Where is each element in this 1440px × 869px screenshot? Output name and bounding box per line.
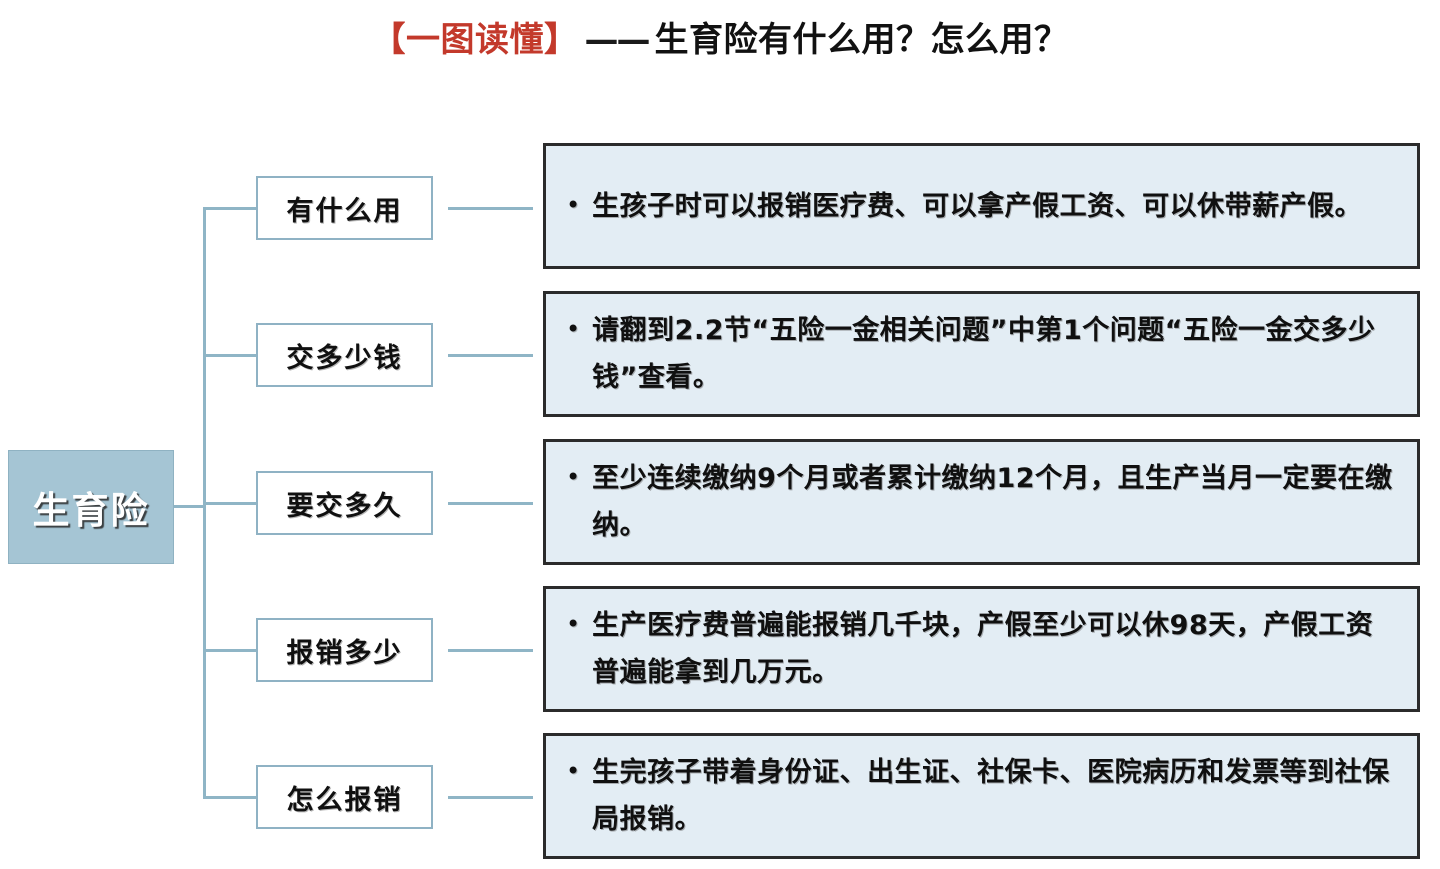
content-box-2[interactable]: • 请翻到2.2节“五险一金相关问题”中第1个问题“五险一金交多少钱”查看。 bbox=[543, 291, 1420, 417]
title-dash: —— bbox=[584, 20, 651, 60]
connector-root-stub bbox=[174, 505, 206, 508]
branch-box-2[interactable]: 交多少钱 bbox=[256, 323, 433, 387]
content-box-5[interactable]: • 生完孩子带着身份证、出生证、社保卡、医院病历和发票等到社保局报销。 bbox=[543, 733, 1420, 859]
bullet-icon-3: • bbox=[566, 463, 581, 491]
branch-label-4: 报销多少 bbox=[286, 637, 403, 669]
content-box-4[interactable]: • 生产医疗费普遍能报销几千块，产假至少可以休98天，产假工资普遍能拿到几万元。 bbox=[543, 586, 1420, 712]
content-text-5: 生完孩子带着身份证、出生证、社保卡、医院病历和发票等到社保局报销。 bbox=[592, 757, 1390, 835]
branch-label-5: 怎么报销 bbox=[286, 784, 403, 816]
content-text-4: 生产医疗费普遍能报销几千块，产假至少可以休98天，产假工资普遍能拿到几万元。 bbox=[592, 610, 1374, 688]
connector-spine-to-branch-5 bbox=[203, 796, 258, 799]
bullet-icon-5: • bbox=[566, 757, 581, 785]
root-node-生育险[interactable]: 生育险 bbox=[8, 450, 174, 564]
page-title: 【一图读懂】——生育险有什么用？怎么用？ bbox=[0, 12, 1440, 61]
content-text-2: 请翻到2.2节“五险一金相关问题”中第1个问题“五险一金交多少钱”查看。 bbox=[592, 315, 1376, 393]
branch-label-2: 交多少钱 bbox=[286, 342, 403, 374]
connector-branch-2-to-content-2 bbox=[448, 354, 533, 357]
content-text-3: 至少连续缴纳9个月或者累计缴纳12个月，且生产当月一定要在缴纳。 bbox=[592, 463, 1393, 541]
bullet-icon-2: • bbox=[566, 315, 581, 343]
connector-spine-to-branch-3 bbox=[203, 502, 258, 505]
connector-branch-3-to-content-3 bbox=[448, 502, 533, 505]
connector-branch-4-to-content-4 bbox=[448, 649, 533, 652]
branch-box-5[interactable]: 怎么报销 bbox=[256, 765, 433, 829]
connector-branch-1-to-content-1 bbox=[448, 207, 533, 210]
title-main-text: 生育险有什么用？怎么用？ bbox=[654, 20, 1069, 60]
content-box-1[interactable]: • 生孩子时可以报销医疗费、可以拿产假工资、可以休带薪产假。 bbox=[543, 143, 1420, 269]
title-bracket-text: 【一图读懂】 bbox=[371, 20, 579, 60]
bullet-icon-4: • bbox=[566, 610, 581, 638]
connector-spine-to-branch-1 bbox=[203, 207, 258, 210]
branch-box-1[interactable]: 有什么用 bbox=[256, 176, 433, 240]
connector-branch-5-to-content-5 bbox=[448, 796, 533, 799]
content-box-3[interactable]: • 至少连续缴纳9个月或者累计缴纳12个月，且生产当月一定要在缴纳。 bbox=[543, 439, 1420, 565]
bullet-icon-1: • bbox=[566, 190, 581, 219]
connector-spine-to-branch-4 bbox=[203, 649, 258, 652]
root-node-label: 生育险 bbox=[32, 489, 150, 532]
branch-box-4[interactable]: 报销多少 bbox=[256, 618, 433, 682]
branch-box-3[interactable]: 要交多久 bbox=[256, 471, 433, 535]
branch-label-3: 要交多久 bbox=[286, 490, 403, 522]
content-text-1: 生孩子时可以报销医疗费、可以拿产假工资、可以休带薪产假。 bbox=[592, 190, 1363, 222]
connector-spine-to-branch-2 bbox=[203, 354, 258, 357]
branch-label-1: 有什么用 bbox=[286, 195, 403, 227]
